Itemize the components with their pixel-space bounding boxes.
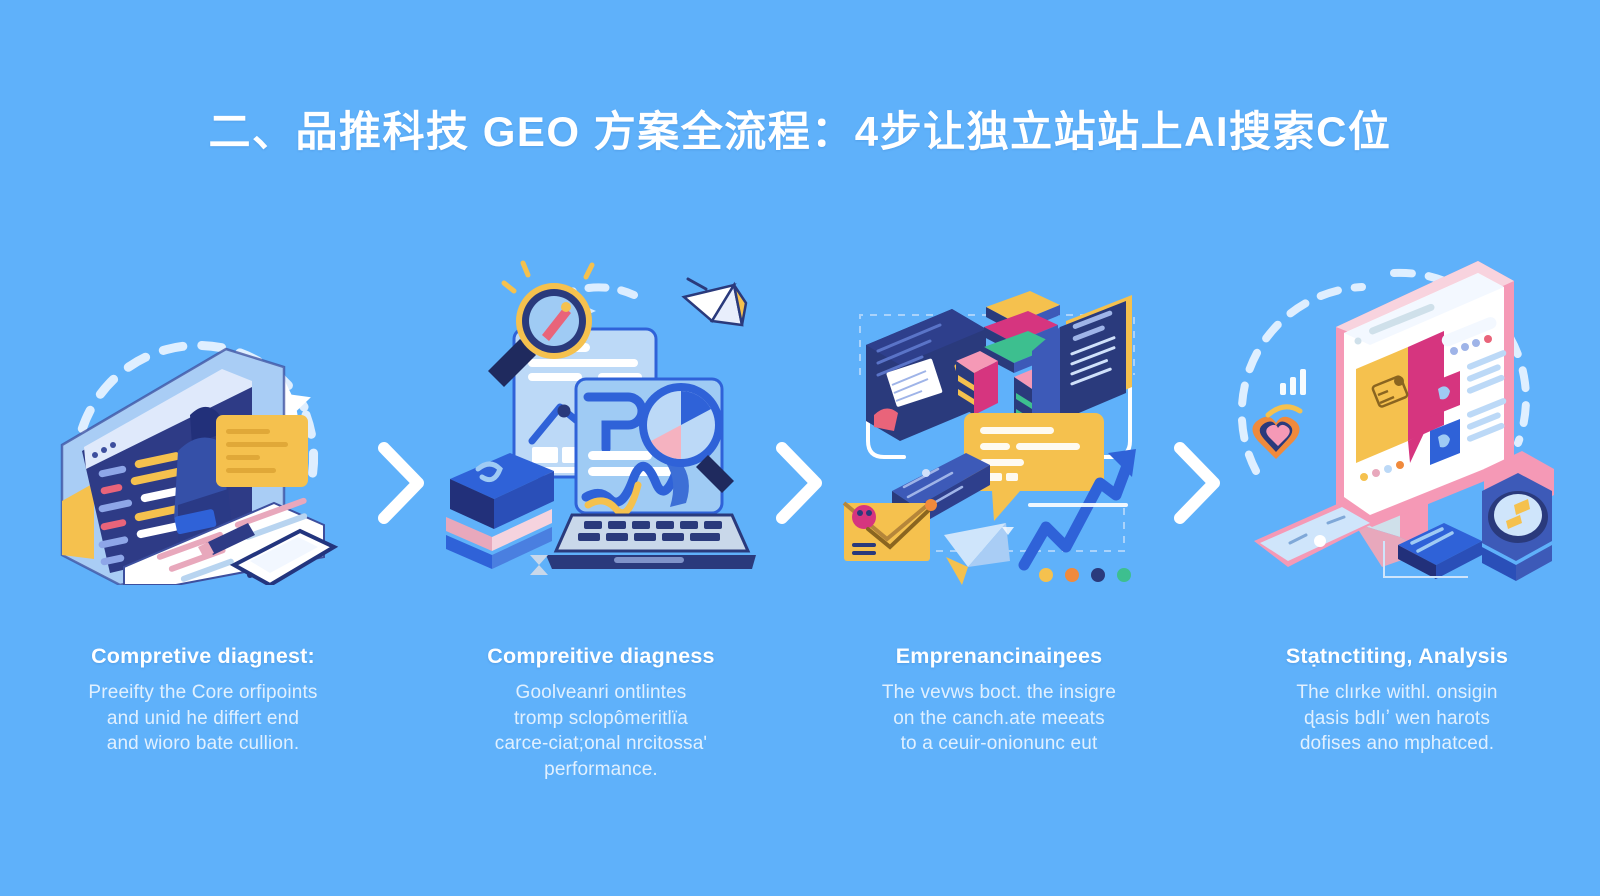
step-arrow-3	[1164, 255, 1232, 795]
laptop-code-review-illustration	[38, 255, 368, 585]
step-1-caption: Compretive diagnest: Preeifty the Core o…	[43, 643, 363, 757]
step-arrow-1	[368, 255, 436, 795]
step-2-heading: Compreitive diagness	[487, 644, 715, 668]
step-4-caption: Stạtnctiting, Analysis The clırke withl.…	[1237, 643, 1557, 757]
content-distribution-growth-illustration	[834, 255, 1164, 585]
chevron-right-icon	[378, 442, 424, 524]
step-arrow-2	[766, 255, 834, 795]
chevron-right-icon	[776, 442, 822, 524]
step-3-body-line-2: on the canch.ate meeats	[893, 707, 1105, 729]
step-2-body-line-3: carce-ciat;onal nrcitossaʹ	[494, 733, 708, 754]
step-3-body: The vevws boct. the insigre on the canch…	[839, 680, 1159, 757]
step-4-heading: Stạtnctiting, Analysis	[1285, 644, 1509, 668]
magnifier-analytics-laptop-illustration	[436, 255, 766, 585]
process-step-3: Emprenancinaiŋees The vevws boct. the in…	[834, 255, 1164, 795]
step-1-body-line-2: and unid he differt end	[106, 707, 300, 729]
step-3-body-line-1: The vevws boct. the insigre	[881, 682, 1117, 703]
step-2-body-line-1: Goolveanri ontlintes	[515, 682, 687, 703]
step-1-body: Preeifty the Core orfipoints and unid he…	[43, 680, 363, 757]
step-2-body: Goolveanri ontlintes tromp sclopômeritlï…	[441, 680, 761, 782]
step-4-body: The clırke withl. onsigin ɖasis bdlıʼ we…	[1237, 680, 1557, 757]
process-step-4: Stạtnctiting, Analysis The clırke withl.…	[1232, 255, 1562, 795]
chevron-right-icon	[1174, 442, 1220, 524]
step-3-heading: Emprenancinaiŋees	[895, 644, 1103, 668]
step-2-caption: Compreitive diagness Goolveanri ontlinte…	[441, 643, 761, 782]
process-step-2: Compreitive diagness Goolveanri ontlinte…	[436, 255, 766, 795]
step-2-body-line-4: performance.	[544, 758, 658, 780]
step-1-heading: Compretive diagnest:	[91, 644, 315, 668]
step-4-body-line-3: dofises ano mphatced.	[1299, 733, 1495, 754]
process-steps-row: Compretive diagnest: Preeifty the Core o…	[0, 255, 1600, 815]
step-4-body-line-1: The clırke withl. onsigin	[1296, 682, 1498, 703]
social-dashboard-monitoring-illustration	[1232, 255, 1562, 585]
process-step-1: Compretive diagnest: Preeifty the Core o…	[38, 255, 368, 795]
step-4-body-line-2: ɖasis bdlıʼ wen harots	[1303, 707, 1490, 729]
page-title-text: 二、品推科技 GEO 方案全流程：4步让独立站站上AI搜索C位	[208, 108, 1392, 155]
step-3-body-line-3: to a ceuir-onionunc eut	[900, 733, 1098, 754]
step-3-caption: Emprenancinaiŋees The vevws boct. the in…	[839, 643, 1159, 757]
page-title: 二、品推科技 GEO 方案全流程：4步让独立站站上AI搜索C位	[0, 98, 1600, 159]
step-1-body-line-1: Preeifty the Core orfipoints	[88, 682, 318, 703]
step-2-body-line-2: tromp sclopômeritlïa	[513, 707, 689, 729]
step-1-body-line-3: and wioro bate cullion.	[106, 733, 300, 754]
